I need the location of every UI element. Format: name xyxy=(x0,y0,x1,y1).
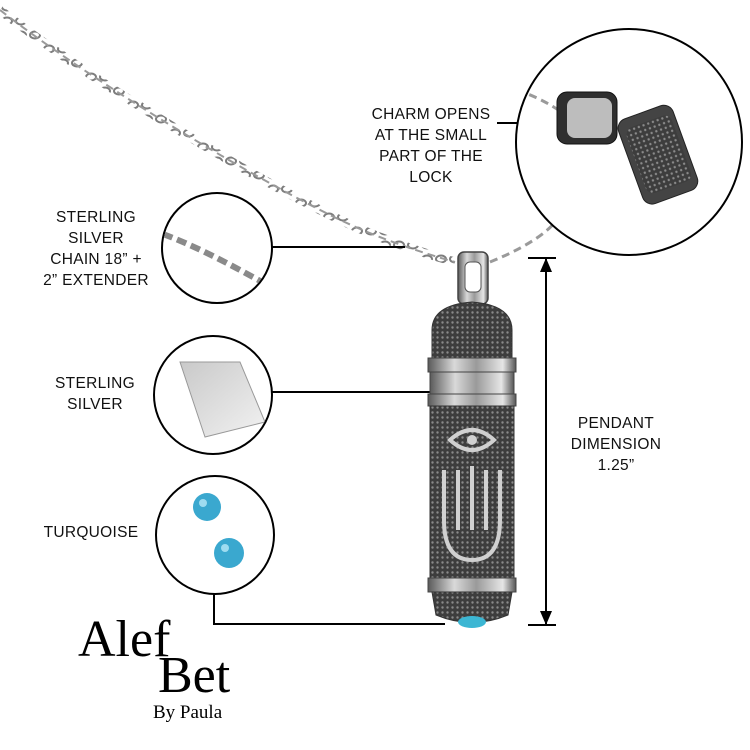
logo-line2: Bet xyxy=(158,647,231,704)
silver-circle xyxy=(153,335,273,455)
chain-circle xyxy=(161,192,273,304)
turquoise-label: TURQUOISE xyxy=(43,524,139,541)
silver-label: STERLING SILVER xyxy=(55,375,135,413)
turquoise-beads-icon xyxy=(193,493,244,568)
chain-label: STERLING SILVER CHAIN 18” + 2” EXTENDER xyxy=(43,209,149,289)
lock-detail-icon xyxy=(517,88,699,205)
logo-line3: By Paula xyxy=(153,702,223,723)
charm-opens-label: CHARM OPENS AT THE SMALL PART OF THE LOC… xyxy=(371,106,491,186)
brand-logo: Alef Bet By Paula xyxy=(78,612,278,732)
silver-sheet-icon xyxy=(179,361,266,438)
logo-line1: Alef xyxy=(78,611,171,668)
lock-detail-circle xyxy=(515,28,743,256)
pendant-dimension-label: PENDANT DIMENSION 1.25” xyxy=(570,415,662,474)
turquoise-circle xyxy=(155,475,275,595)
chain-icon xyxy=(163,231,271,291)
